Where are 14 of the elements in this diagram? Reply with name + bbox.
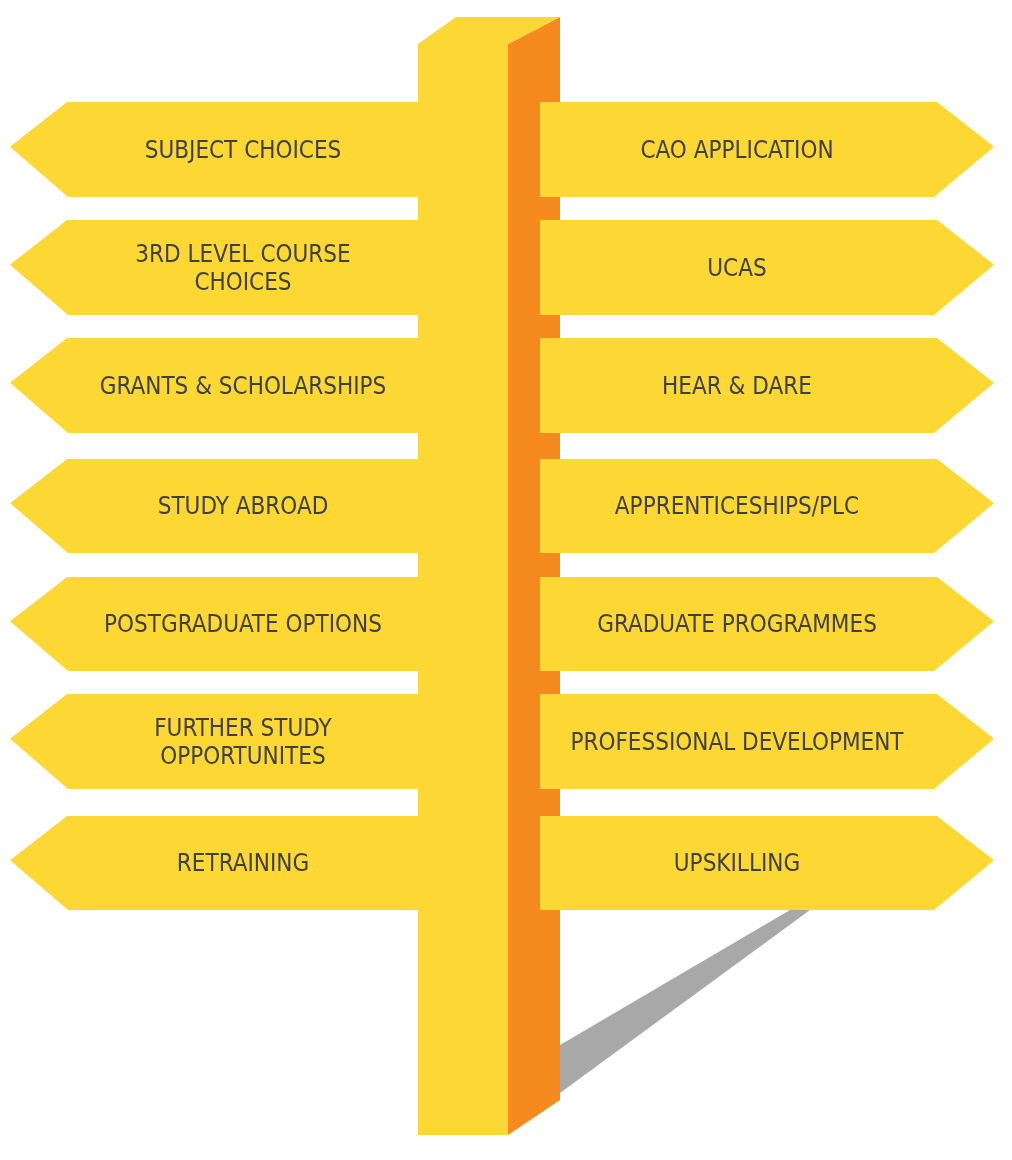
sign-label: CAO APPLICATION (640, 135, 834, 164)
sign-label: GRADUATE PROGRAMMES (597, 610, 877, 638)
sign-label: GRANTS & SCHOLARSHIPS (99, 371, 387, 400)
sign-label: APPRENTICESHIPS/PLC (614, 492, 860, 520)
sign-label: SUBJECT CHOICES (144, 135, 342, 164)
sign-label: HEAR & DARE (662, 371, 812, 400)
sign-label: UPSKILLING (673, 849, 801, 877)
sign-label: STUDY ABROAD (157, 492, 329, 520)
sign-label: 3RD LEVEL COURSE CHOICES (134, 239, 352, 296)
sign-label: POSTGRADUATE OPTIONS (104, 610, 382, 638)
sign-label: UCAS (707, 253, 767, 282)
sign-label: PROFESSIONAL DEVELOPMENT (570, 727, 904, 756)
sign-label: FURTHER STUDY OPPORTUNITES (153, 713, 333, 770)
sign-label: RETRAINING (176, 849, 310, 877)
